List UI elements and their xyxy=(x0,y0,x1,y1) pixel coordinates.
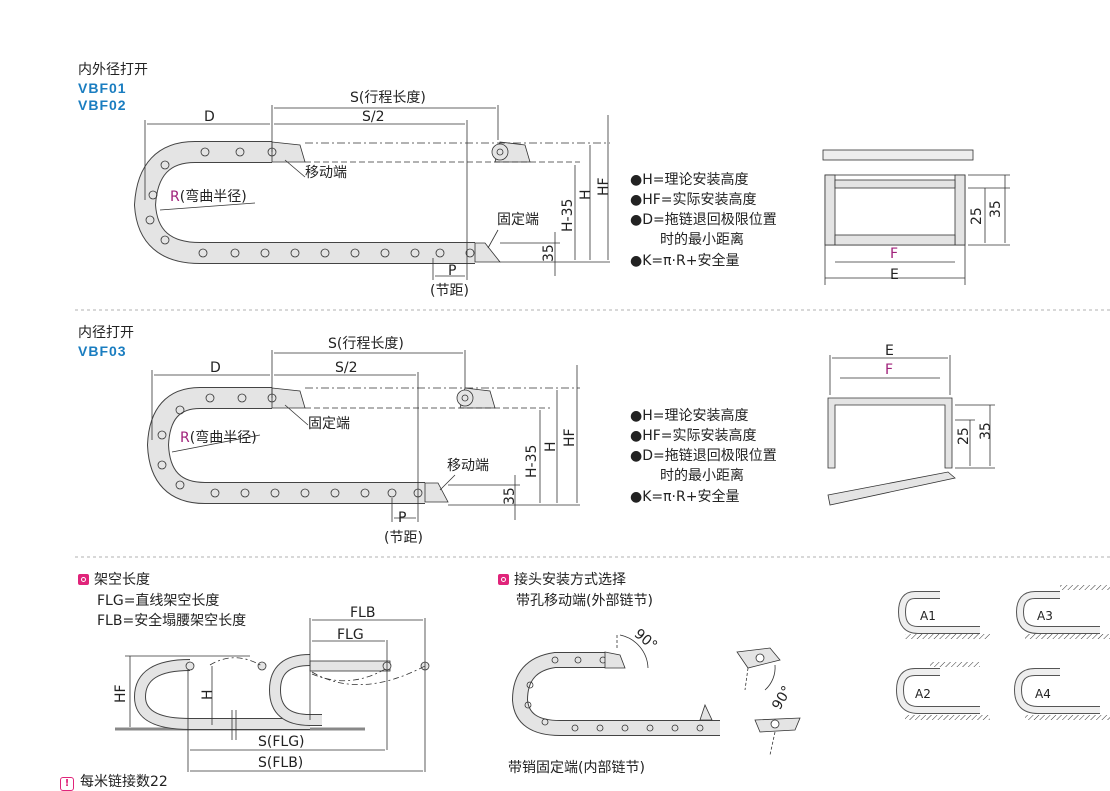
fixed-end-label: 带销固定端(内部链节) xyxy=(508,760,645,776)
label-s-half: S/2 xyxy=(335,360,358,376)
option-a1: A1 xyxy=(920,609,936,623)
label-fixed-end: 固定端 xyxy=(308,416,350,432)
label-s-flg: S(FLG) xyxy=(258,734,305,750)
label-25: 25 xyxy=(969,207,985,225)
note-hf: ●HF=实际安装高度 xyxy=(630,428,757,444)
label-hf: HF xyxy=(113,684,129,703)
section4-title: 接头安装方式选择 xyxy=(498,572,626,588)
label-p: P xyxy=(398,510,407,526)
note-d-cont: 时的最小距离 xyxy=(660,232,744,248)
section3-title-text: 架空长度 xyxy=(94,572,150,588)
model-vbf02: VBF02 xyxy=(78,97,127,113)
label-h-35: H-35 xyxy=(560,198,576,232)
label-fixed-end: 固定端 xyxy=(497,212,539,228)
note-d: ●D=拖链退回极限位置 xyxy=(630,212,777,228)
label-h: H xyxy=(200,689,216,700)
label-f: F xyxy=(885,362,894,378)
label-moving-end: 移动端 xyxy=(305,165,347,181)
joint-diagram xyxy=(511,634,801,756)
label-r-desc: (弯曲半径) xyxy=(179,189,247,205)
label-e: E xyxy=(890,267,899,283)
label-r: R xyxy=(170,189,180,205)
links-note-text: 每米链接数22 xyxy=(80,774,168,790)
label-hf: HF xyxy=(596,177,612,196)
mount-option-a1 xyxy=(897,591,990,639)
label-d: D xyxy=(210,360,221,376)
mount-option-a2 xyxy=(895,662,990,720)
label-h-35: H-35 xyxy=(524,444,540,478)
label-bend-radius: R(弯曲半径) xyxy=(170,189,247,205)
model-vbf03: VBF03 xyxy=(78,343,127,359)
bullet-icon xyxy=(78,574,89,585)
label-flg: FLG xyxy=(337,627,364,643)
note-d-cont: 时的最小距离 xyxy=(660,468,744,484)
label-p: P xyxy=(448,263,457,279)
label-r-desc: (弯曲半径) xyxy=(189,430,257,446)
label-f: F xyxy=(890,246,899,262)
note-k: ●K=π·R+安全量 xyxy=(630,253,740,269)
note-hf: ●HF=实际安装高度 xyxy=(630,192,757,208)
option-a3: A3 xyxy=(1037,609,1053,623)
section3-title: 架空长度 xyxy=(78,572,150,588)
label-s-half: S/2 xyxy=(362,109,385,125)
label-hf: HF xyxy=(562,428,578,447)
sag-diagram xyxy=(115,618,430,772)
label-stroke: S(行程长度) xyxy=(350,90,426,106)
option-a2: A2 xyxy=(915,687,931,701)
label-d: D xyxy=(204,109,215,125)
section4-title-text: 接头安装方式选择 xyxy=(514,572,626,588)
label-25: 25 xyxy=(956,427,972,445)
chain-diagram-2 xyxy=(147,350,580,522)
label-r: R xyxy=(180,430,190,446)
section2-title: 内径打开 xyxy=(78,325,134,341)
label-h: H xyxy=(543,441,559,452)
note-k: ●K=π·R+安全量 xyxy=(630,489,740,505)
flb-definition: FLB=安全塌腰架空长度 xyxy=(97,613,247,629)
chain-diagram-1 xyxy=(134,105,610,280)
label-pitch: (节距) xyxy=(384,530,423,546)
label-stroke: S(行程长度) xyxy=(328,336,404,352)
mount-option-a3 xyxy=(1015,585,1110,639)
model-vbf01: VBF01 xyxy=(78,80,127,96)
label-35: 35 xyxy=(502,487,518,505)
cross-section-1 xyxy=(822,149,1010,285)
cross-section-2 xyxy=(827,355,995,506)
option-a4: A4 xyxy=(1035,687,1051,701)
moving-end-label: 带孔移动端(外部链节) xyxy=(516,593,653,609)
mount-option-a4 xyxy=(1013,668,1110,720)
label-35-section: 35 xyxy=(978,422,994,440)
label-bend-radius: R(弯曲半径) xyxy=(180,430,257,446)
label-pitch: (节距) xyxy=(430,283,469,299)
bullet-icon xyxy=(498,574,509,585)
note-h: ●H=理论安装高度 xyxy=(630,408,749,424)
label-35-section: 35 xyxy=(988,200,1004,218)
links-per-meter-note: !每米链接数22 xyxy=(60,774,168,791)
note-d: ●D=拖链退回极限位置 xyxy=(630,448,777,464)
label-moving-end: 移动端 xyxy=(447,458,489,474)
label-flb: FLB xyxy=(350,605,376,621)
label-35: 35 xyxy=(541,244,557,262)
flg-definition: FLG=直线架空长度 xyxy=(97,593,220,609)
note-h: ●H=理论安装高度 xyxy=(630,172,749,188)
label-e: E xyxy=(885,343,894,359)
section1-title: 内外径打开 xyxy=(78,62,148,78)
label-h: H xyxy=(578,189,594,200)
label-s-flb: S(FLB) xyxy=(258,755,304,771)
